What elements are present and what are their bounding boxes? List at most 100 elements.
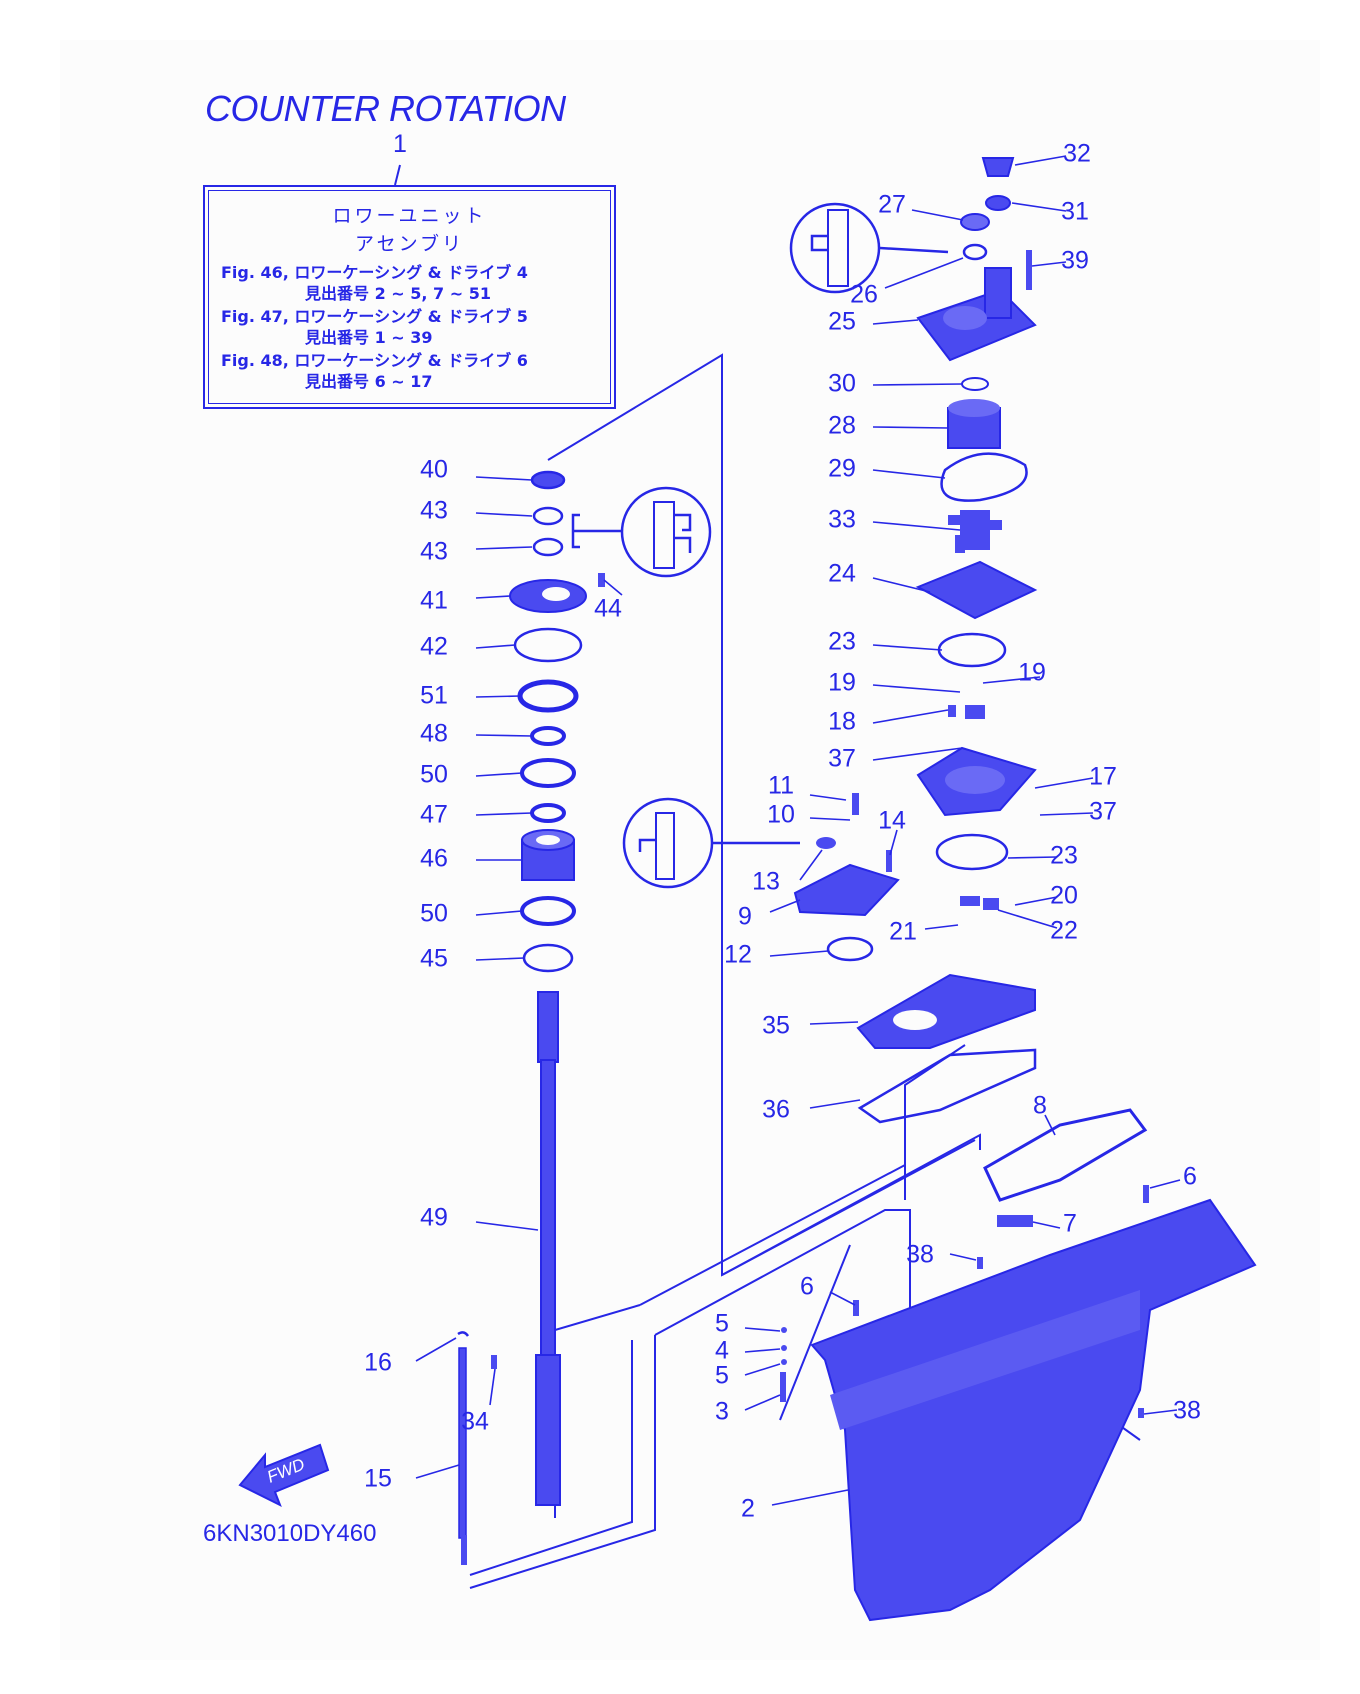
part-44-bolt (598, 573, 605, 587)
callout-47: 47 (420, 801, 448, 829)
detail-circle-seal-orientation (789, 202, 881, 294)
callout-leader-31 (1011, 202, 1067, 212)
callout-37: 37 (828, 745, 856, 773)
callout-19: 19 (828, 669, 856, 697)
callout-leader-11 (809, 794, 847, 801)
part-16-clip (457, 1331, 470, 1337)
callout-leader-30 (872, 383, 963, 386)
group-bracket-line (547, 353, 981, 1277)
part-38-plug (977, 1257, 983, 1269)
callout-leader-7 (1032, 1221, 1061, 1229)
callout-12: 12 (724, 941, 752, 969)
callout-leader-50 (475, 772, 523, 777)
part-9-pump-cover (793, 863, 900, 917)
callout-leader-14 (889, 829, 898, 856)
part-21-bracket (960, 896, 980, 906)
part-38-plug (1138, 1408, 1144, 1418)
callout-19: 19 (1018, 659, 1046, 687)
callout-leader-3 (744, 1394, 781, 1411)
drawing-code: 6KN3010DY460 (203, 1520, 377, 1547)
part-6-pin (853, 1300, 859, 1316)
callout-20: 20 (1050, 882, 1078, 910)
callout-leader-45 (475, 957, 525, 961)
group-bracket-line (469, 1340, 633, 1576)
part-47-shim (530, 803, 566, 823)
callout-50: 50 (420, 761, 448, 789)
group-bracket-line (469, 1335, 656, 1589)
callout-3: 3 (715, 1398, 729, 1426)
part-33-impeller (948, 510, 1002, 553)
callout-leader-24 (872, 577, 931, 593)
part-13-seal (816, 837, 836, 849)
callout-41: 41 (420, 587, 448, 615)
callout-33: 33 (828, 506, 856, 534)
callout-leader-33 (872, 521, 961, 531)
callout-13: 13 (752, 868, 780, 896)
callout-leader-10 (809, 817, 851, 821)
callout-17: 17 (1089, 763, 1117, 791)
part-46-bearing (521, 829, 575, 881)
callout-5: 5 (715, 1310, 729, 1338)
part-10-bolt (852, 793, 859, 815)
callout-6: 6 (800, 1273, 814, 1301)
part-7-plate (997, 1215, 1033, 1227)
group-bracket-line (554, 1304, 641, 1518)
assembly-name-line1: ロワーユニット (332, 205, 487, 227)
callout-27: 27 (878, 191, 906, 219)
callout-leader-9 (769, 899, 801, 913)
callout-leader-43 (475, 512, 533, 517)
part-50-ring (520, 896, 576, 926)
callout-34: 34 (461, 1408, 489, 1436)
callout-leader-2 (771, 1489, 849, 1506)
callout-36: 36 (762, 1096, 790, 1124)
part-39-bolt (1026, 250, 1032, 290)
part-6-pin (1143, 1185, 1149, 1203)
callout-43: 43 (420, 538, 448, 566)
callout-28: 28 (828, 412, 856, 440)
callout-31: 31 (1061, 198, 1089, 226)
ref-fig-47: Fig. 47, ロワーケーシング & ドライブ 5 (221, 307, 528, 326)
callout-leader-22 (997, 909, 1058, 929)
callout-leader-21 (924, 924, 959, 930)
callout-44: 44 (594, 595, 622, 623)
callout-leader-23 (1007, 856, 1058, 859)
callout-leader-41 (475, 595, 511, 599)
callout-40: 40 (420, 456, 448, 484)
part-32-cap (981, 157, 1015, 177)
callout-38: 38 (906, 1241, 934, 1269)
callout-24: 24 (828, 560, 856, 588)
callout-6: 6 (1183, 1163, 1197, 1191)
callout-leader-28 (872, 426, 949, 429)
callout-49: 49 (420, 1204, 448, 1232)
callout-15: 15 (364, 1465, 392, 1493)
callout-leader-4 (744, 1348, 781, 1353)
callout-39: 39 (1061, 247, 1089, 275)
part-31-grommet (985, 195, 1011, 211)
callout-leader-34 (489, 1368, 496, 1406)
part-43-seal (532, 506, 564, 526)
part-40-seal (530, 470, 566, 490)
part-2-lower-casing (810, 1198, 1257, 1622)
part-15-shift-rod (458, 1347, 467, 1565)
callout-leader-29 (872, 469, 946, 479)
callout-leader-13 (799, 849, 823, 881)
callout-leader-37 (1039, 812, 1094, 816)
callout-leader-35 (809, 1021, 859, 1025)
callout-leader-48 (475, 734, 533, 737)
part-35-gasket (856, 973, 1036, 1049)
callout-35: 35 (762, 1012, 790, 1040)
callout-leader-39 (1031, 261, 1067, 267)
part-28-insert (947, 399, 1001, 449)
callout-leader-23 (872, 644, 943, 651)
part-36-gasket (857, 1048, 1037, 1124)
part-25-pump-housing (916, 267, 1037, 362)
callout-leader-47 (475, 812, 533, 816)
callout-leader-17 (1034, 777, 1094, 789)
assembly-number: 1 (393, 130, 407, 158)
callout-leader-51 (475, 695, 521, 698)
callout-32: 32 (1063, 140, 1091, 168)
callout-leader-25 (872, 319, 919, 325)
callout-43: 43 (420, 497, 448, 525)
assembly-name-line2: アセンブリ (354, 233, 465, 255)
group-bracket-line (654, 1209, 911, 1336)
